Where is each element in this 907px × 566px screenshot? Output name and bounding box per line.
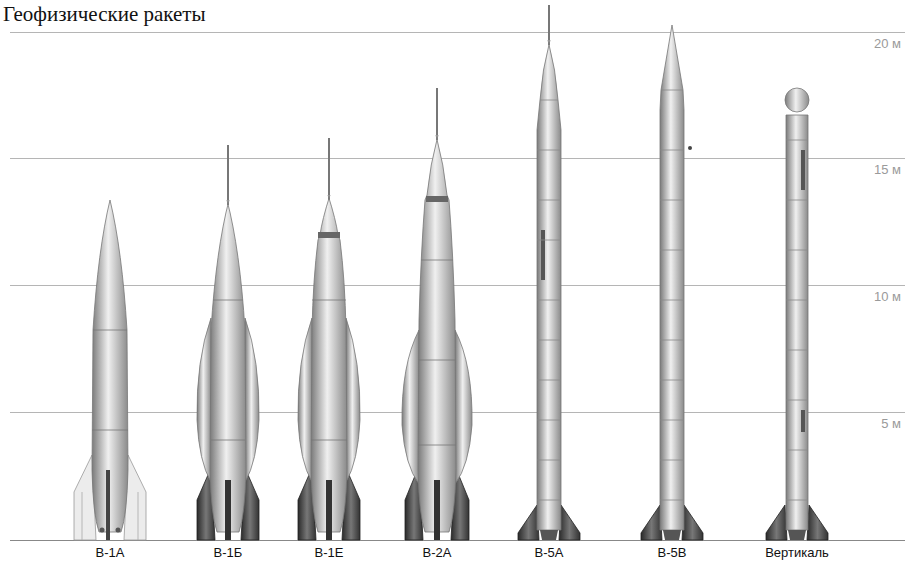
rocket-name: В-5В <box>658 545 687 560</box>
rocket-name: В-1Б <box>214 545 243 560</box>
rocket-v1e <box>298 138 360 540</box>
rocket-v1a <box>74 200 146 540</box>
scale-label: 15 м <box>872 162 903 177</box>
rocket-name: Вертикаль <box>765 545 829 560</box>
rocket-name: В-2А <box>423 545 452 560</box>
scale-label: 5 м <box>879 416 903 431</box>
rocket-vertikal <box>766 88 828 540</box>
rocket-name: В-5А <box>535 545 564 560</box>
chart-title: Геофизические ракеты <box>3 2 206 27</box>
rocket-name: В-1А <box>96 545 125 560</box>
rocket-v5v <box>641 25 703 540</box>
scale-label: 10 м <box>872 289 903 304</box>
rocket-name: В-1Е <box>315 545 344 560</box>
rocket-v1b <box>197 145 259 540</box>
scale-lines <box>10 33 905 541</box>
rocket-v5a <box>518 5 580 540</box>
rocket-v2a <box>402 88 472 540</box>
scale-label: 20 м <box>872 36 903 51</box>
